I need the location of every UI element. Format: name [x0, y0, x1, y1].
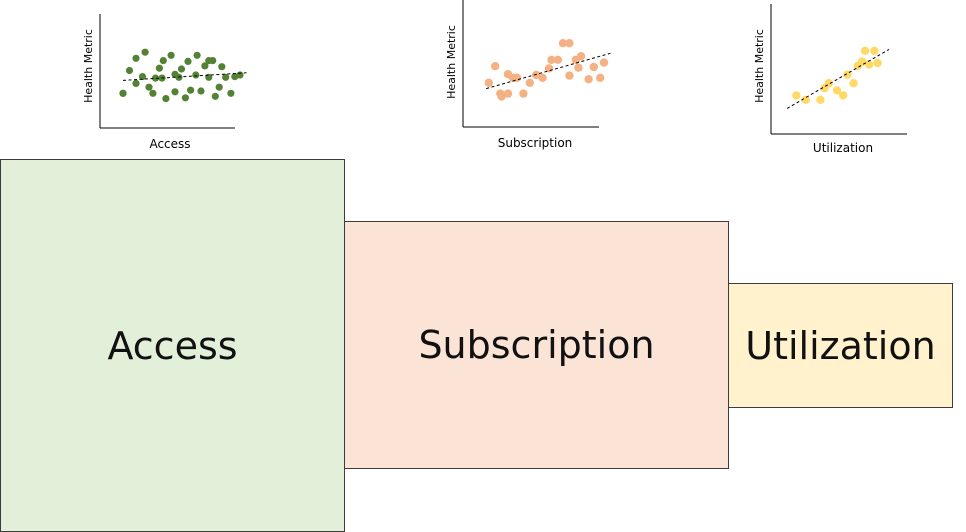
- data-point: [565, 71, 574, 80]
- data-point: [162, 95, 170, 103]
- data-point: [132, 79, 140, 87]
- data-point: [801, 95, 810, 105]
- data-point: [197, 87, 205, 95]
- data-point: [870, 46, 879, 55]
- data-point: [211, 92, 219, 100]
- data-point: [119, 89, 127, 97]
- data-point: [155, 64, 163, 72]
- data-point: [484, 78, 493, 88]
- data-point: [149, 89, 157, 97]
- data-point: [215, 83, 223, 91]
- data-point: [538, 73, 547, 83]
- data-point: [125, 66, 134, 75]
- data-point: [184, 57, 192, 65]
- access-box-label: Access: [107, 323, 238, 368]
- data-point: [171, 88, 179, 96]
- data-point: [132, 54, 140, 62]
- subscription-box: Subscription: [344, 221, 729, 469]
- access-scatter-plot: Health Metric: [82, 14, 247, 129]
- data-point: [565, 39, 574, 48]
- subscription-scatter-plot: Health Metric: [445, 0, 611, 128]
- x-axis-label: Access: [149, 137, 191, 151]
- data-point: [589, 62, 598, 72]
- data-point: [816, 95, 825, 105]
- y-axis-label: Health Metric: [753, 29, 766, 103]
- trend-line: [122, 72, 247, 81]
- x-axis-label: Utilization: [812, 141, 874, 155]
- data-point: [187, 86, 195, 94]
- data-point: [525, 78, 534, 88]
- data-point: [205, 57, 213, 65]
- data-point: [141, 48, 149, 56]
- utilization-scatter-plot: Health Metric: [753, 4, 907, 135]
- data-point: [138, 73, 147, 81]
- data-point: [553, 55, 563, 64]
- data-point: [145, 83, 153, 91]
- data-point: [860, 46, 870, 55]
- data-point: [596, 73, 605, 83]
- data-point: [857, 57, 867, 66]
- y-axis-label: Health Metric: [82, 29, 95, 103]
- data-point: [193, 51, 201, 59]
- data-point: [574, 63, 583, 72]
- trend-line: [786, 48, 890, 109]
- subscription-box-label: Subscription: [418, 323, 655, 367]
- data-point: [849, 79, 858, 88]
- data-point: [192, 71, 200, 79]
- data-point: [227, 89, 235, 97]
- data-point: [222, 73, 230, 81]
- utilization-box: Utilization: [728, 283, 953, 408]
- data-point: [491, 61, 500, 71]
- data-point: [201, 62, 209, 70]
- data-point: [236, 71, 244, 79]
- data-point: [576, 52, 586, 61]
- y-axis-label: Health Metric: [445, 25, 458, 99]
- data-point: [159, 57, 167, 65]
- data-point: [558, 39, 568, 48]
- data-point: [167, 51, 175, 59]
- x-axis-label: Subscription: [497, 136, 573, 150]
- access-box: Access: [0, 159, 345, 532]
- data-point: [832, 86, 842, 95]
- data-point: [865, 60, 874, 69]
- data-point: [496, 89, 505, 98]
- utilization-box-label: Utilization: [745, 323, 936, 368]
- data-point: [151, 74, 160, 82]
- data-point: [873, 58, 882, 68]
- data-point: [599, 58, 609, 67]
- data-point: [584, 75, 593, 84]
- data-point: [503, 89, 513, 98]
- data-point: [181, 94, 189, 102]
- data-point: [218, 63, 226, 71]
- data-point: [792, 91, 801, 100]
- data-point: [839, 91, 848, 100]
- data-point: [547, 55, 556, 64]
- data-point: [177, 65, 186, 73]
- data-point: [519, 89, 528, 98]
